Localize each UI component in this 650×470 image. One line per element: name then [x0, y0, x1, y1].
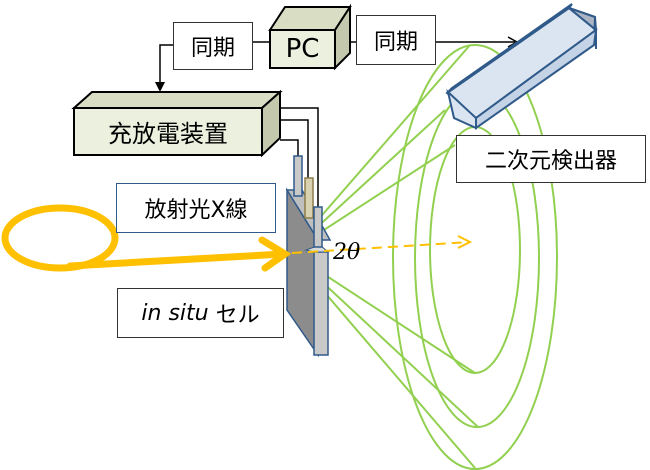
charger-box [71, 89, 283, 158]
direct-beam-dashed [291, 235, 473, 254]
sync-label-right: 同期 [356, 15, 436, 65]
in-situ-cell [285, 155, 332, 358]
cell-wires [280, 107, 319, 210]
charger-label: 充放電装置 [108, 120, 228, 148]
ring-outer [392, 44, 558, 470]
electrode-1 [293, 155, 303, 197]
electrode-3 [313, 206, 323, 248]
detector-label: 二次元検出器 [456, 135, 646, 183]
pc-box [268, 3, 352, 71]
2d-detector [445, 3, 598, 130]
sync-label-left: 同期 [173, 22, 253, 70]
electrode-2 [304, 177, 314, 219]
pc-label: PC [285, 34, 320, 64]
synchrotron-beam [1, 204, 292, 272]
sync-wires [155, 36, 519, 92]
two-theta-label: 2θ [333, 240, 361, 265]
cell-label: in situ セル [117, 288, 284, 338]
diffraction-rings [289, 44, 558, 470]
cell-label-italic: in situ [141, 300, 209, 326]
cell-label-rest: セル [208, 303, 260, 328]
xray-label: 放射光X線 [116, 183, 276, 233]
storage-ring [1, 204, 119, 272]
